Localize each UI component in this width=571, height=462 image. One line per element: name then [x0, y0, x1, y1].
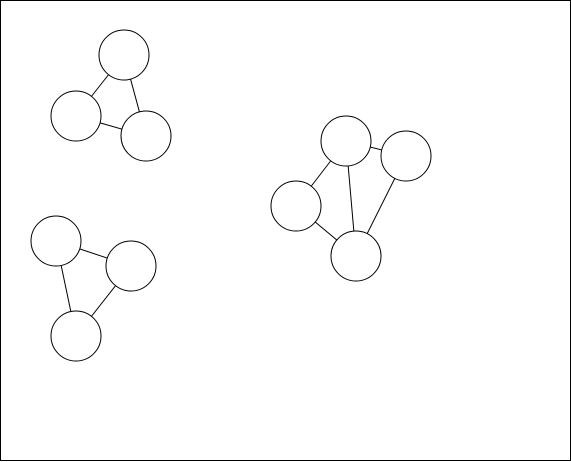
cluster-bottom-left-node-0: [30, 215, 82, 267]
nodes-layer: [30, 29, 432, 362]
cluster-bottom-left-node-1: [105, 240, 157, 292]
cluster-right-node-2: [380, 130, 432, 182]
cluster-top-left-node-2: [120, 110, 172, 162]
cluster-bottom-left-node-2: [50, 310, 102, 362]
cluster-right-node-0: [320, 115, 372, 167]
cluster-right-node-3: [330, 230, 382, 282]
edges-layer: [55, 54, 407, 337]
cluster-top-left-node-1: [50, 90, 102, 142]
cluster-right-node-1: [270, 180, 322, 232]
cluster-top-left-node-0: [98, 29, 150, 81]
